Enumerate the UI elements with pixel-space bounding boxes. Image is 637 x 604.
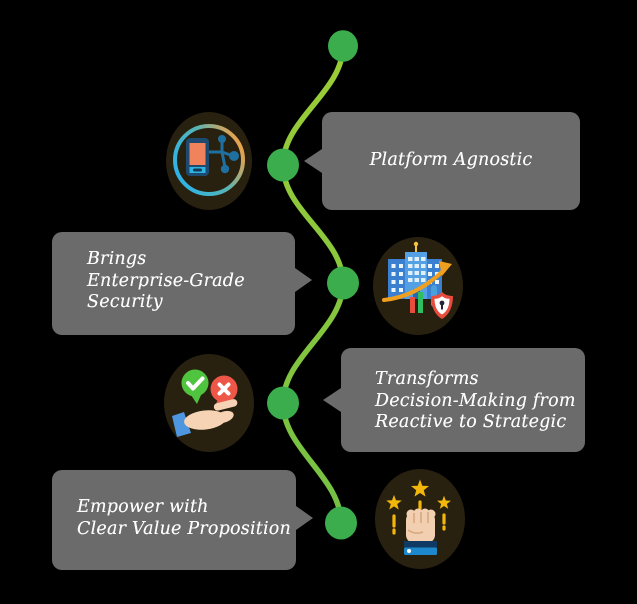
hand-approve-reject-art (172, 369, 238, 437)
timeline-node-3 (327, 266, 359, 300)
timeline-node-2 (267, 148, 299, 182)
fist-stars-rating-icon (375, 469, 465, 569)
callout-line: Brings (87, 249, 147, 269)
callout-tail-left (323, 388, 341, 412)
callout-line: Security (87, 292, 163, 312)
timeline-node-4 (267, 386, 299, 420)
callout-value-proposition: Empower with Clear Value Proposition (52, 470, 313, 570)
callout-tail-right (296, 506, 313, 530)
fist-stars-rating-art (386, 479, 451, 555)
callout-enterprise-security: Brings Enterprise-Grade Security (52, 232, 312, 335)
callout-line: Transforms (375, 369, 479, 389)
callout-text: Empower with Clear Value Proposition (52, 470, 296, 540)
callout-tail-left (304, 149, 322, 173)
callout-decision-making: Transforms Decision-Making from Reactive… (323, 348, 585, 452)
callout-text: Platform Agnostic (370, 150, 533, 172)
device-network-icon (166, 112, 252, 210)
callout-text: Transforms Decision-Making from Reactive… (341, 348, 585, 434)
callout-tail-right (295, 268, 312, 292)
buildings-growth-shield-icon (373, 237, 463, 335)
callout-line: Decision-Making from (375, 390, 576, 411)
callout-line: Clear Value Proposition (77, 518, 291, 539)
buildings-growth-shield-art (382, 241, 453, 319)
callout-line: Platform Agnostic (369, 150, 533, 171)
callout-line: Enterprise-Grade (87, 270, 245, 291)
timeline-node-1 (328, 30, 358, 62)
callout-line: Reactive to Strategic (375, 412, 567, 432)
timeline-node-5 (325, 506, 357, 540)
hand-approve-reject-icon (164, 354, 254, 452)
callout-line: Empower with (77, 497, 209, 517)
callout-text: Brings Enterprise-Grade Security (52, 232, 295, 314)
callout-platform-agnostic: Platform Agnostic (304, 112, 580, 210)
device-network-art (173, 124, 245, 196)
